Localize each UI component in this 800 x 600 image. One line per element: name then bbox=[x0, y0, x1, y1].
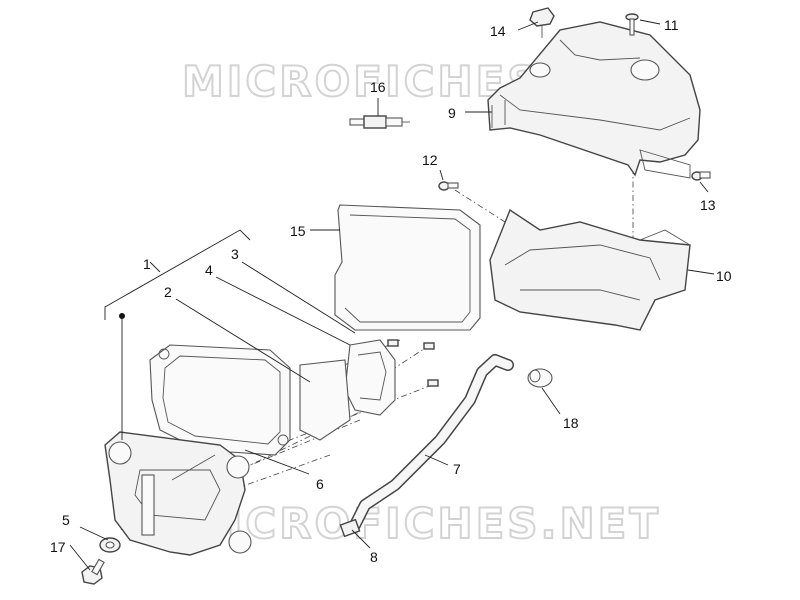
part-18-clamp bbox=[527, 368, 553, 388]
part-17-bolt bbox=[81, 558, 105, 585]
callout-14: 14 bbox=[490, 23, 506, 39]
part-10-housing bbox=[489, 208, 691, 331]
part-16-spark-plug bbox=[349, 115, 410, 129]
part-3-plate bbox=[299, 359, 351, 441]
callout-8: 8 bbox=[370, 549, 378, 565]
part-5-washer bbox=[99, 537, 121, 553]
watermark-bottom: MICROFICHES.NET bbox=[182, 499, 661, 548]
callout-2: 2 bbox=[164, 284, 172, 300]
part-14-knob bbox=[529, 7, 555, 38]
callout-4: 4 bbox=[205, 262, 213, 278]
callout-5: 5 bbox=[62, 512, 70, 528]
part-13-bolt bbox=[691, 171, 711, 181]
callout-labels: 1 2 3 4 5 6 7 8 9 10 11 12 13 14 15 16 1… bbox=[50, 17, 732, 565]
callout-9: 9 bbox=[448, 105, 456, 121]
callout-1: 1 bbox=[143, 256, 151, 272]
group-1-bracket bbox=[104, 229, 251, 440]
part-9-valve-cover bbox=[487, 21, 701, 179]
callout-6: 6 bbox=[316, 476, 324, 492]
callout-10: 10 bbox=[716, 268, 732, 284]
leader-lines bbox=[69, 19, 715, 571]
part-11-screw bbox=[625, 13, 639, 36]
callout-13: 13 bbox=[700, 197, 716, 213]
callout-16: 16 bbox=[370, 79, 386, 95]
part-2-gasket bbox=[149, 344, 291, 456]
callout-17: 17 bbox=[50, 539, 66, 555]
part-6-cylinder-head bbox=[104, 431, 252, 556]
callout-12: 12 bbox=[422, 152, 438, 168]
callout-7: 7 bbox=[453, 461, 461, 477]
part-15-gasket bbox=[334, 204, 481, 331]
part-12-bolt bbox=[438, 181, 459, 191]
callout-18: 18 bbox=[563, 415, 579, 431]
part-7-hose bbox=[349, 354, 514, 531]
small-bolts bbox=[387, 339, 439, 387]
callout-15: 15 bbox=[290, 223, 306, 239]
callout-3: 3 bbox=[231, 246, 239, 262]
part-4-reed-plate bbox=[344, 339, 396, 416]
callout-11: 11 bbox=[664, 17, 679, 33]
